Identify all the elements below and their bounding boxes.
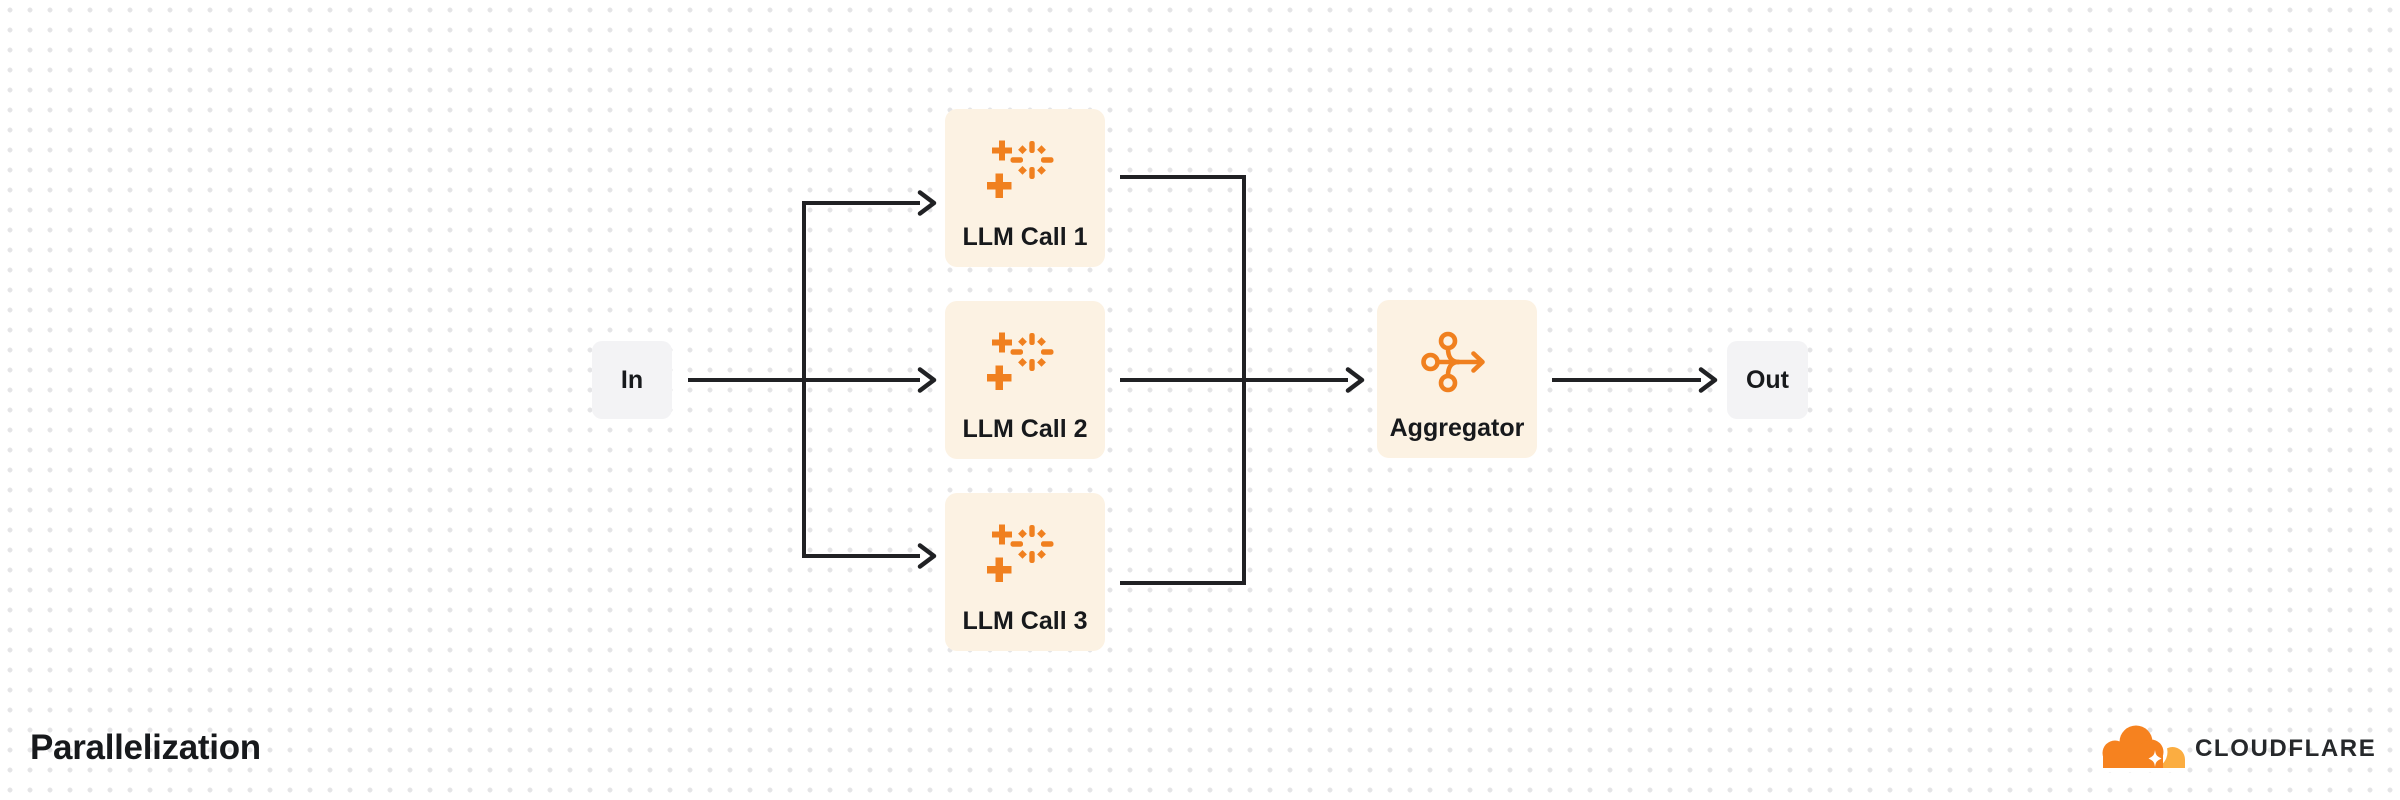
arrowhead-to-llm3 xyxy=(917,543,937,569)
arrowhead-to-aggregator xyxy=(1345,367,1365,393)
sparkles-icon xyxy=(987,524,1054,582)
arrowhead-to-llm2 xyxy=(917,367,937,393)
node-out: Out xyxy=(1727,341,1808,419)
merge-arrow-icon xyxy=(1421,331,1485,393)
sparkles-icon xyxy=(987,140,1054,198)
node-out-label: Out xyxy=(1745,365,1790,394)
node-aggregator-label: Aggregator xyxy=(1389,414,1525,442)
node-llm-call-1: LLM Call 1 xyxy=(945,109,1105,267)
arrowhead-to-llm1 xyxy=(917,190,937,216)
node-in: In xyxy=(592,341,672,419)
sparkles-icon xyxy=(987,332,1054,390)
node-llm-call-2-label: LLM Call 2 xyxy=(962,415,1088,443)
node-llm-call-2: LLM Call 2 xyxy=(945,301,1105,459)
node-llm-call-3-label: LLM Call 3 xyxy=(962,607,1088,635)
node-llm-call-3: LLM Call 3 xyxy=(945,493,1105,651)
node-llm-call-1-label: LLM Call 1 xyxy=(962,223,1088,251)
cloudflare-logo: CLOUDFLARE xyxy=(2094,720,2376,774)
cloudflare-logo-text: CLOUDFLARE xyxy=(2195,734,2377,762)
node-in-label: In xyxy=(620,365,644,394)
cloudflare-cloud-icon xyxy=(2094,725,2186,772)
connector-split-bracket xyxy=(802,201,920,558)
arrowhead-to-out xyxy=(1698,367,1718,393)
diagram-title: Parallelization xyxy=(30,728,261,767)
node-aggregator: Aggregator xyxy=(1377,300,1537,458)
